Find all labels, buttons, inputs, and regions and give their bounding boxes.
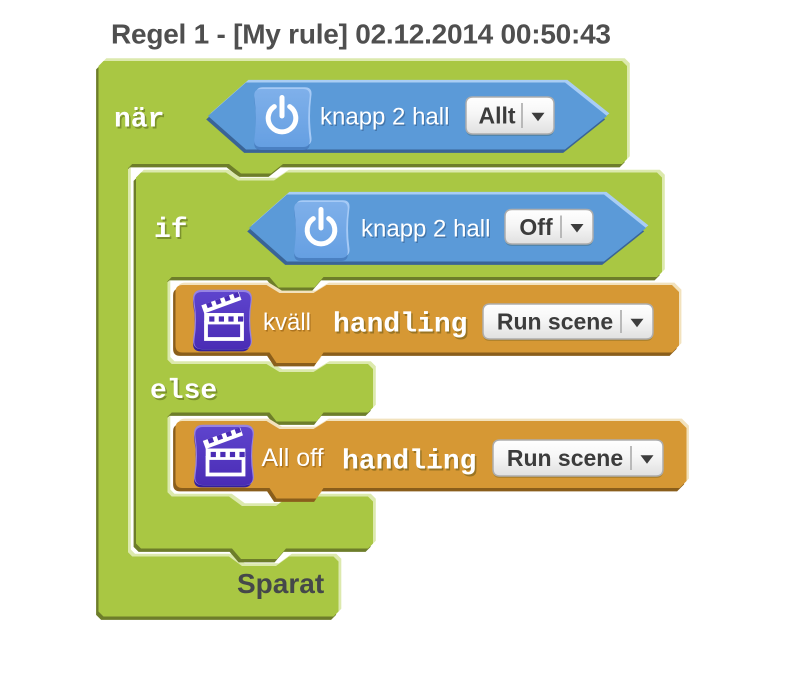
svg-text:knapp 2 hall: knapp 2 hall (362, 217, 491, 244)
svg-text:handling: handling (335, 312, 469, 343)
svg-text:Regel 1 - [My rule] 02.12.2014: Regel 1 - [My rule] 02.12.2014 00:50:43 (111, 19, 611, 50)
svg-text:knapp 2 hall: knapp 2 hall (361, 216, 490, 243)
svg-text:if: if (154, 215, 188, 246)
svg-text:Run scene: Run scene (497, 309, 613, 335)
svg-text:Allt: Allt (478, 103, 515, 129)
svg-text:när: när (116, 107, 166, 138)
svg-text:Sparat: Sparat (237, 568, 324, 599)
svg-text:All off: All off (263, 446, 325, 474)
svg-text:Run scene: Run scene (507, 445, 623, 471)
svg-text:if: if (156, 217, 190, 248)
svg-text:else: else (152, 378, 219, 409)
svg-text:när: när (114, 105, 164, 136)
svg-text:All off: All off (262, 444, 324, 472)
svg-text:knapp 2 hall: knapp 2 hall (321, 105, 450, 132)
svg-text:knapp 2 hall: knapp 2 hall (320, 104, 449, 131)
svg-text:kväll: kväll (264, 311, 312, 338)
svg-text:kväll: kväll (263, 309, 311, 336)
svg-text:handling: handling (342, 447, 476, 478)
svg-text:handling: handling (333, 310, 467, 341)
svg-text:Off: Off (519, 214, 553, 240)
svg-text:handling: handling (344, 449, 478, 480)
svg-text:else: else (150, 376, 217, 407)
